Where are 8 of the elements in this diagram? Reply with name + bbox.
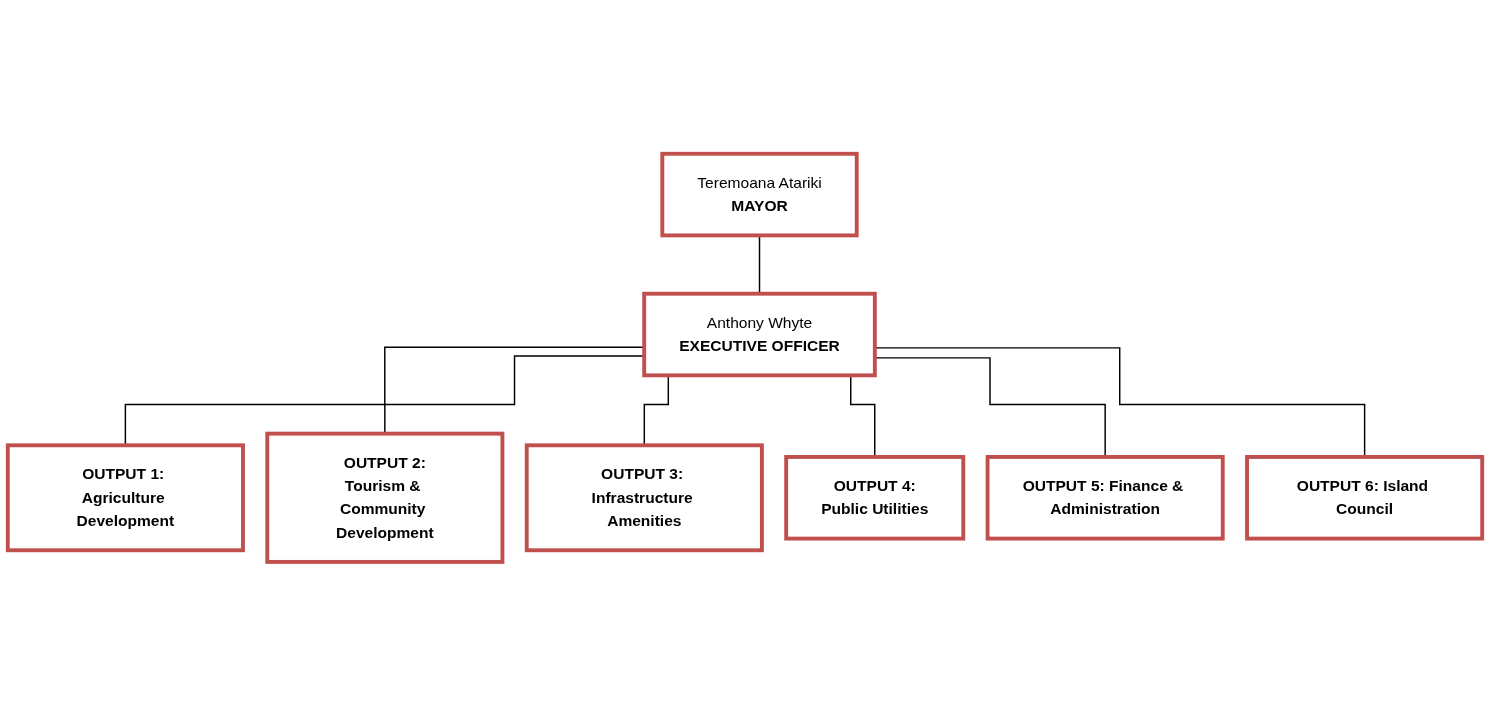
node-box: OUTPUT 1: Agriculture Development bbox=[5, 443, 245, 552]
node-box: OUTPUT 6: Island Council bbox=[1245, 454, 1485, 541]
node-box: OUTPUT 4: Public Utilities bbox=[784, 454, 966, 541]
node-box: OUTPUT 2: Tourism & Community Development bbox=[265, 431, 505, 564]
node-box: Teremoana Atariki MAYOR bbox=[660, 151, 859, 237]
node-box: OUTPUT 5: Finance & Administration bbox=[985, 454, 1225, 541]
node-box: Anthony Whyte EXECUTIVE OFFICER bbox=[642, 291, 877, 377]
node-box: OUTPUT 3: Infrastructure Amenities bbox=[524, 443, 764, 552]
